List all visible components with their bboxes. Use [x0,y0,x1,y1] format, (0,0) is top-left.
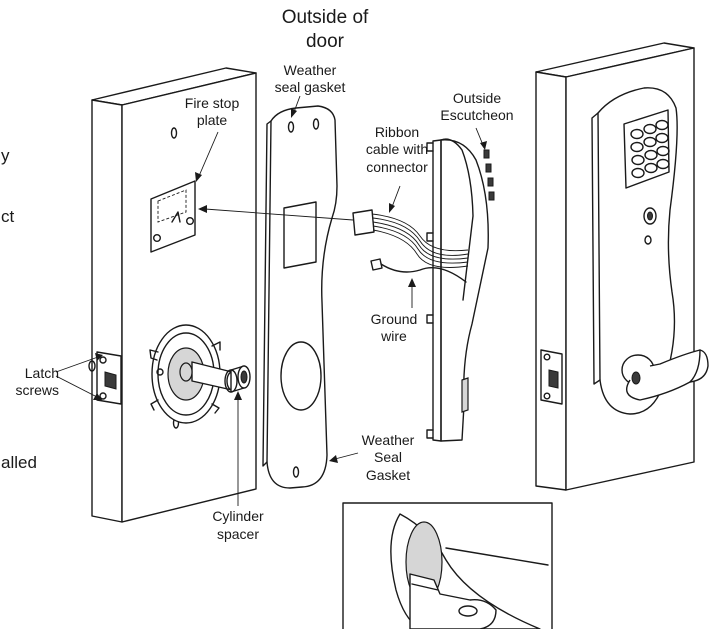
label-outside-escutcheon-line1: Outside [453,90,501,106]
leader-lines [55,95,487,506]
label-fire-stop-plate-line1: Fire stop [185,95,240,111]
lever-handle [621,349,709,401]
label-ribbon-cable-line2: cable with [366,141,428,157]
label-latch-screws-line2: screws [15,382,59,398]
label-weather-seal-gasket-bottom-line2: Seal [374,449,402,465]
label-weather-seal-gasket-top-line2: seal gasket [275,79,346,95]
latch-plate [88,351,122,405]
ground-wire [370,258,467,283]
ribbon-cable [352,209,469,268]
label-weather-seal-gasket-bottom-line3: Gasket [366,467,410,483]
clipped-text-fragment-2: ct [1,207,15,226]
assembled-keypad-lock [535,42,709,491]
label-fire-stop-plate-line2: plate [197,112,228,128]
door-panel [88,67,257,523]
outside-escutcheon-assembled [591,87,709,415]
clipped-text-fragment-1: y [1,146,10,165]
key-insertion-detail [342,502,553,629]
fire-stop-plate [150,180,196,253]
label-outside-of-door-line1: Outside of [282,7,369,28]
label-ground-wire-line1: Ground [371,311,418,327]
label-weather-seal-gasket-bottom-line1: Weather [362,432,415,448]
label-cylinder-spacer-line2: spacer [217,526,259,542]
outside-escutcheon [426,138,495,442]
label-ground-wire-line2: wire [380,328,407,344]
label-ribbon-cable-line3: connector [366,159,428,175]
callout-labels: Outside of door Weather seal gasket Fire… [15,7,513,542]
label-cylinder-spacer-line1: Cylinder [212,508,264,524]
label-ribbon-cable-line1: Ribbon [375,124,419,140]
label-weather-seal-gasket-top-line1: Weather [284,62,337,78]
keypad-buttons [630,119,670,179]
label-latch-screws-line1: Latch [25,365,59,381]
label-outside-of-door-line2: door [306,31,345,52]
clipped-text-fragment-3: alled [1,453,37,472]
label-outside-escutcheon-line2: Escutcheon [440,107,513,123]
weather-seal-gasket [262,105,338,489]
cylinder-spacer [224,365,251,393]
